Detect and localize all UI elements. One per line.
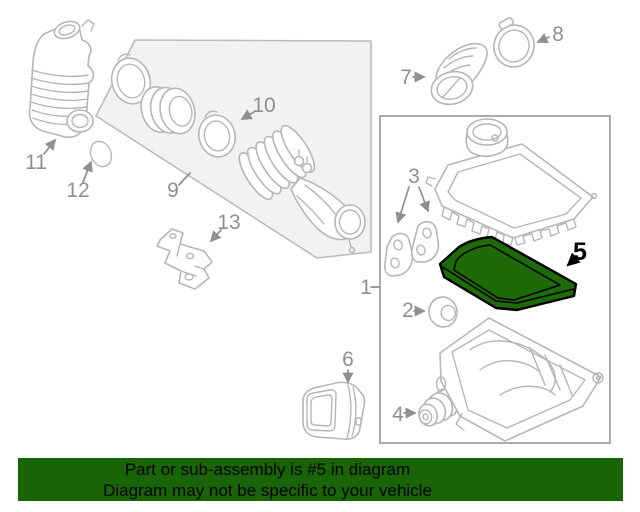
part-3-art bbox=[384, 220, 440, 277]
callout-7: 7 bbox=[400, 66, 426, 89]
part-6-art bbox=[302, 381, 366, 440]
callout-6-label: 6 bbox=[342, 348, 354, 371]
callout-3: 3 bbox=[395, 165, 430, 224]
callout-10-label: 10 bbox=[252, 94, 275, 117]
callout-13-arrow bbox=[209, 229, 222, 243]
callout-10-arrow bbox=[240, 109, 255, 120]
callout-12-arrow bbox=[82, 160, 93, 183]
callout-8-label: 8 bbox=[552, 23, 564, 46]
part-13-art bbox=[156, 228, 213, 290]
callout-13-label: 13 bbox=[217, 211, 240, 234]
notice-line-1: Part or sub-assembly is #5 in diagram bbox=[124, 460, 411, 479]
part-10-art bbox=[198, 114, 236, 158]
callout-2: 2 bbox=[402, 299, 426, 322]
part-4-art bbox=[418, 388, 460, 427]
callout-5-highlighted: 5 bbox=[566, 238, 587, 267]
air-cleaner-cover-art bbox=[425, 118, 598, 246]
callout-13: 13 bbox=[209, 211, 241, 243]
callout-3-arrow-left bbox=[395, 186, 410, 224]
callout-8: 8 bbox=[536, 23, 564, 46]
callout-7-label: 7 bbox=[400, 66, 412, 89]
notice-banner: Part or sub-assembly is #5 in diagram Di… bbox=[18, 458, 623, 501]
callout-5-arrow bbox=[566, 252, 581, 267]
callout-5-label: 5 bbox=[573, 238, 587, 266]
air-cleaner-body-art bbox=[435, 317, 604, 442]
callout-4: 4 bbox=[392, 403, 417, 426]
callout-4-label: 4 bbox=[392, 403, 404, 426]
part-12-art bbox=[89, 140, 113, 168]
callout-3-label: 3 bbox=[408, 165, 420, 188]
notice-line-2: Diagram may not be specific to your vehi… bbox=[103, 481, 432, 500]
callout-2-label: 2 bbox=[402, 299, 414, 322]
callout-9-line bbox=[178, 172, 191, 186]
callout-11: 11 bbox=[25, 138, 57, 174]
callout-11-arrow bbox=[43, 138, 57, 155]
callout-6: 6 bbox=[342, 348, 354, 384]
callout-1: 1 bbox=[360, 276, 380, 299]
callouts: 1 2 3 4 5 6 bbox=[25, 23, 587, 426]
part-2-art bbox=[428, 296, 458, 328]
callout-8-arrow bbox=[536, 33, 550, 44]
callout-12-label: 12 bbox=[66, 179, 89, 202]
callout-9: 9 bbox=[167, 172, 191, 202]
callout-11-label: 11 bbox=[25, 151, 47, 174]
callout-1-label: 1 bbox=[360, 276, 372, 299]
callout-12: 12 bbox=[66, 160, 93, 202]
callout-9-label: 9 bbox=[167, 179, 179, 202]
part-11-art bbox=[28, 19, 95, 139]
callout-3-arrow-right bbox=[418, 186, 430, 213]
part-5-highlighted-filter bbox=[438, 235, 578, 312]
part-7-art bbox=[430, 42, 488, 106]
part-8-art bbox=[493, 17, 535, 68]
part-9-art bbox=[110, 53, 366, 254]
callout-10: 10 bbox=[240, 94, 276, 120]
